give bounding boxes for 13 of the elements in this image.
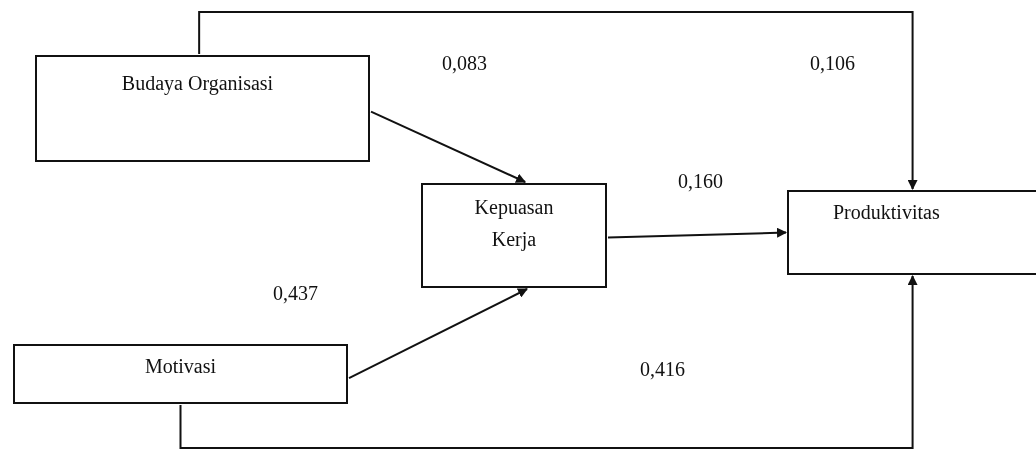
- arrow: [198, 11, 918, 190]
- arrow: [179, 275, 918, 449]
- variable-name: Budaya Organisasi: [121, 71, 274, 97]
- arrow: [607, 227, 787, 239]
- variable-box: [35, 55, 370, 162]
- arrow: [348, 288, 528, 380]
- variable-box: [787, 190, 1036, 275]
- variable-name: Kepuasan Kerja: [473, 195, 555, 253]
- variable-box: [13, 344, 348, 404]
- arrow: [370, 110, 527, 183]
- variable-name: Produktivitas: [833, 200, 940, 225]
- variable-name: Motivasi: [144, 354, 217, 379]
- variable-box: [421, 183, 607, 288]
